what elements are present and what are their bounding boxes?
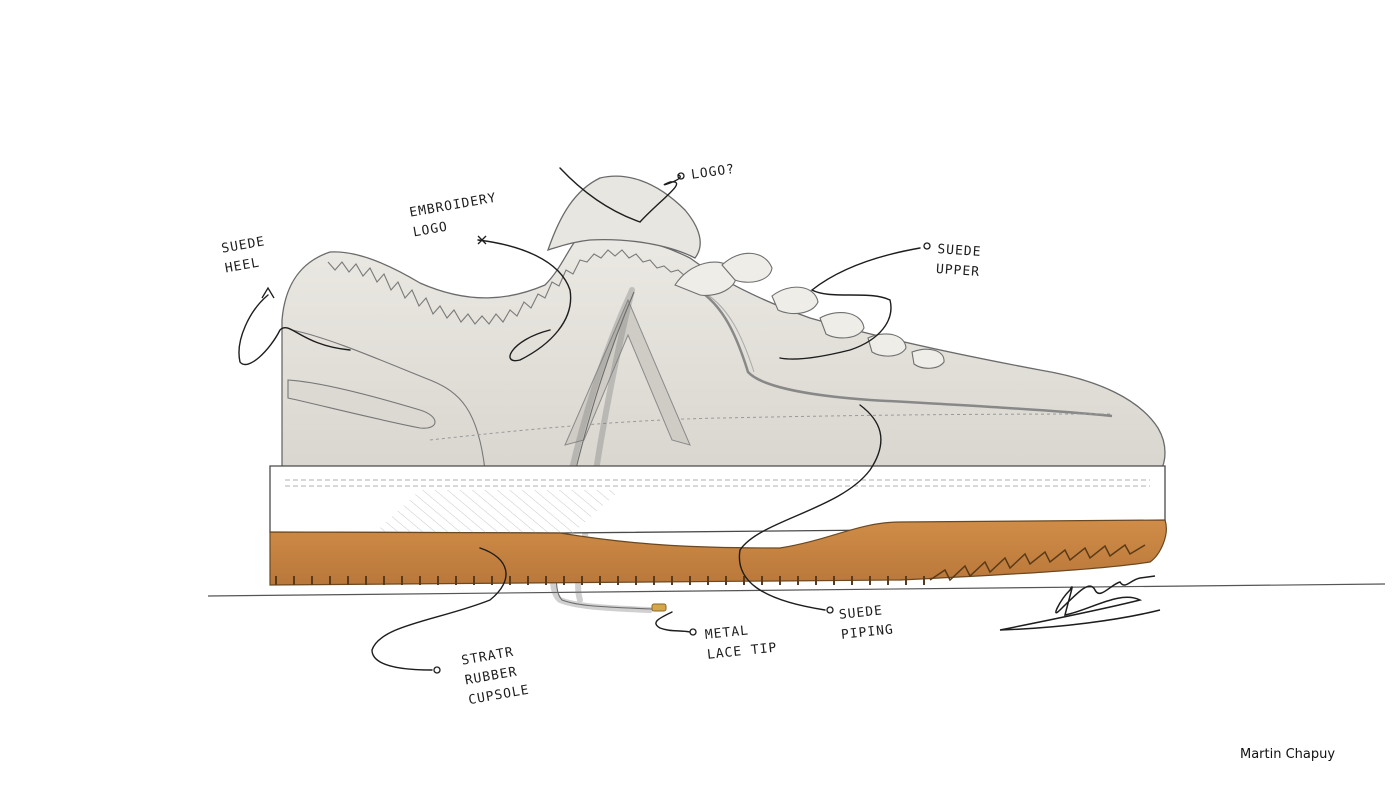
suede-piping-annotation: SUEDE PIPING bbox=[838, 603, 895, 643]
shoe-tongue bbox=[546, 175, 701, 259]
outsole-teeth bbox=[275, 576, 925, 585]
lace-loops bbox=[674, 252, 945, 369]
suede-upper-annotation: SUEDE UPPER bbox=[935, 241, 982, 280]
shoe-upper bbox=[281, 235, 1166, 473]
cupsole-annotation: STRATR RUBBER CUPSOLE bbox=[460, 644, 531, 709]
suede-heel-annotation: SUEDE HEEL bbox=[220, 234, 267, 277]
midsole-hatch bbox=[365, 490, 620, 545]
artist-credit: Martin Chapuy bbox=[1240, 747, 1336, 762]
collar-stitch bbox=[327, 249, 686, 325]
annotation-markers bbox=[261, 172, 931, 674]
leader-lines bbox=[238, 167, 921, 671]
outsole-toe-teeth bbox=[929, 543, 1146, 582]
metal-lace-tip-annotation: METAL LACE TIP bbox=[704, 623, 779, 663]
midsole-stitch bbox=[285, 479, 1150, 487]
outsole bbox=[269, 519, 1167, 586]
ground-line bbox=[207, 583, 1386, 597]
toe-piping bbox=[689, 283, 1113, 418]
heel-slot bbox=[287, 379, 436, 429]
signature bbox=[999, 575, 1161, 631]
lace-tip bbox=[651, 603, 667, 612]
heel-tab bbox=[291, 329, 486, 471]
